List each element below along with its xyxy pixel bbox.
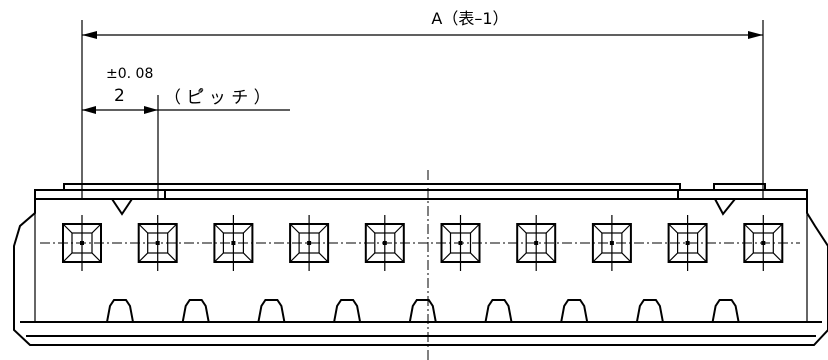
- cavity-chamfer: [441, 252, 451, 263]
- cavity-chamfer: [621, 252, 632, 263]
- cavity-center-dot: [382, 241, 387, 245]
- cavity: [213, 215, 254, 271]
- cavity: [667, 215, 708, 271]
- cavity-chamfer: [697, 223, 708, 234]
- cavity-center-dot: [458, 241, 463, 245]
- cavity-center-dot: [609, 241, 614, 245]
- latch-group: [106, 299, 740, 323]
- cavity: [62, 215, 102, 271]
- cavity-center-dot: [685, 241, 690, 245]
- latch: [106, 299, 134, 323]
- dimension-a-label: A（表–1）: [431, 9, 508, 28]
- cavity-center-dot: [761, 241, 766, 245]
- latch: [484, 299, 513, 323]
- cavity-chamfer: [213, 252, 224, 263]
- cavity-chamfer: [365, 223, 376, 234]
- connector-housing: [13, 183, 828, 346]
- cavity-center-dot: [307, 241, 312, 245]
- cavity-chamfer: [242, 223, 253, 234]
- cavity-center-dot: [155, 241, 160, 245]
- cavity-chamfer: [289, 252, 300, 263]
- cavity: [743, 215, 784, 271]
- latch: [711, 299, 740, 323]
- cavity-chamfer: [743, 252, 754, 263]
- cavity-chamfer: [697, 252, 708, 263]
- cavity-center-dot: [534, 241, 539, 245]
- pitch-label-text: （ ピ゚ ッ チ ）: [164, 88, 271, 108]
- top-rail: [63, 183, 681, 190]
- cavity-chamfer: [62, 252, 73, 263]
- cavity-chamfer: [242, 252, 253, 263]
- cavity: [440, 215, 481, 271]
- cavity: [591, 215, 632, 271]
- cavity-chamfer: [167, 252, 178, 263]
- cavity-chamfer: [743, 223, 754, 234]
- cavity-chamfer: [470, 223, 480, 234]
- latch: [333, 299, 362, 323]
- cavity-chamfer: [668, 223, 679, 234]
- notch-right: [714, 198, 736, 216]
- pitch-dimension: ±0. 08 2 （ ピ゚ ッ チ ）: [82, 66, 290, 200]
- arrowhead-left: [82, 31, 97, 39]
- latch: [560, 299, 589, 323]
- latch: [257, 299, 286, 323]
- cavity-chamfer: [470, 252, 480, 263]
- arrowhead-right: [748, 31, 763, 39]
- cavity-chamfer: [318, 252, 329, 263]
- cavity-chamfer: [365, 252, 376, 263]
- latch: [635, 299, 664, 323]
- pitch-value-text: 2: [114, 86, 125, 106]
- pitch-tolerance-text: ±0. 08: [106, 66, 153, 82]
- cavity-chamfer: [62, 223, 73, 234]
- cavity: [516, 215, 557, 271]
- pitch-arrowhead-right: [144, 106, 158, 114]
- cavity-chamfer: [772, 252, 783, 263]
- cavity: [364, 215, 405, 271]
- cavity-chamfer: [441, 223, 451, 234]
- notch-left: [111, 198, 133, 216]
- cavity-chamfer: [394, 252, 405, 263]
- cavity-chamfer: [668, 252, 679, 263]
- latch: [408, 299, 437, 323]
- top-rail-right: [713, 183, 766, 190]
- cavity-center-dot: [231, 241, 236, 245]
- cavity-chamfer: [213, 223, 224, 234]
- cavity-center-dot: [80, 241, 84, 245]
- cavity-chamfer: [289, 223, 300, 234]
- cavity-chamfer: [592, 223, 603, 234]
- cavity-chamfer: [91, 223, 102, 234]
- top-window: [164, 189, 679, 199]
- cavity-chamfer: [545, 252, 556, 263]
- cavity-chamfer: [167, 223, 178, 234]
- latch: [181, 299, 210, 323]
- cavity-chamfer: [772, 223, 783, 234]
- pitch-arrowhead-left: [82, 106, 96, 114]
- cavity-chamfer: [516, 252, 527, 263]
- cavity-chamfer: [621, 223, 632, 234]
- cavity: [289, 215, 330, 271]
- cavity-chamfer: [516, 223, 527, 234]
- dimension-a: A（表–1）: [81, 9, 764, 200]
- cavity-chamfer: [545, 223, 556, 234]
- cavity-chamfer: [318, 223, 329, 234]
- cavity: [137, 215, 178, 271]
- cavity-chamfer: [592, 252, 603, 263]
- cavity-chamfer: [394, 223, 405, 234]
- cavity-chamfer: [138, 252, 149, 263]
- cavity-chamfer: [91, 252, 102, 263]
- cavity-group: [62, 215, 784, 271]
- cavity-chamfer: [138, 223, 149, 234]
